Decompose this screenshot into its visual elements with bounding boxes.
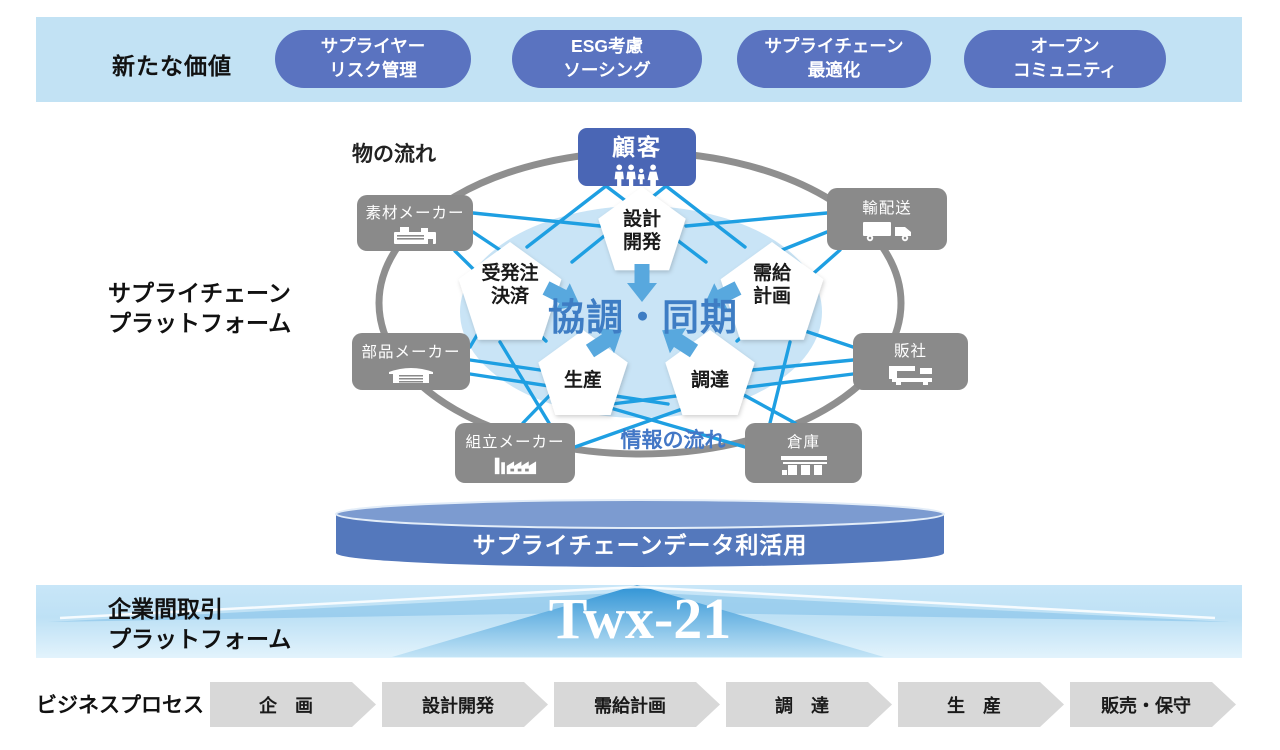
node-warehouse: 倉庫 [745, 423, 862, 483]
business-process-label: ビジネスプロセス [36, 694, 204, 717]
process-step-planning: 企 画 [210, 682, 376, 727]
node-assembly-label: 組立メーカー [465, 434, 565, 451]
store-icon [888, 365, 932, 385]
new-value-label: 新たな価値 [112, 53, 232, 79]
function-design-label: 設計 開発 [622, 209, 661, 253]
process-step-sales-maint: 販売・保守 [1070, 682, 1236, 727]
node-assembly-maker: 組立メーカー [455, 423, 575, 483]
value-pill-open-community: オープン コミュニティ [964, 30, 1166, 88]
supply-chain-platform-label: サプライチェーン プラットフォーム [108, 280, 292, 336]
process-step-procurement: 調 達 [726, 682, 892, 727]
factory-icon [394, 227, 436, 244]
pentagon-demand [720, 242, 824, 340]
node-dealer-label: 販社 [893, 342, 927, 360]
data-utilization-label: サプライチェーンデータ利活用 [472, 532, 808, 558]
node-transport: 輸配送 [827, 188, 947, 250]
node-material-label: 素材メーカー [365, 205, 465, 222]
node-transport-label: 輸配送 [862, 200, 912, 217]
function-procurement-label: 調達 [690, 370, 729, 391]
value-pill-supplier-risk: サプライヤー リスク管理 [275, 30, 471, 88]
node-parts-label: 部品メーカー [361, 343, 461, 361]
node-material-maker: 素材メーカー [357, 195, 473, 251]
value-pill-scm-optimization: サプライチェーン 最適化 [737, 30, 931, 88]
process-step-demand-plan: 需給計画 [554, 682, 720, 727]
twx21-brand: Twx-21 [548, 586, 732, 651]
brand-mountain [48, 585, 1230, 657]
truck-icon [863, 222, 911, 242]
process-step-production: 生 産 [898, 682, 1064, 727]
warehouse-icon [780, 456, 827, 475]
node-customer-label: 顧客 [612, 134, 662, 160]
function-demand-label: 需給 計画 [752, 263, 791, 307]
node-customer: 顧客 [578, 128, 696, 186]
process-step-design: 設計開発 [382, 682, 548, 727]
warehouse-flat-icon [389, 367, 433, 383]
goods-flow-label: 物の流れ [352, 143, 436, 166]
assembly-factory-icon [494, 457, 537, 475]
data-cylinder [335, 499, 945, 567]
collaboration-sync-label: 協調・同期 [548, 297, 738, 338]
info-flow-label: 情報の流れ [620, 429, 726, 452]
process-pentagons [458, 187, 824, 415]
pentagon-design [598, 187, 686, 271]
node-dealer: 販社 [853, 333, 968, 390]
center-arrows [542, 264, 742, 358]
pentagon-production [538, 330, 628, 415]
function-order-label: 受発注 決済 [481, 263, 539, 307]
node-warehouse-label: 倉庫 [786, 434, 820, 451]
family-icon [614, 164, 659, 186]
pentagon-order [458, 242, 562, 340]
b2b-platform-label: 企業間取引 プラットフォーム [108, 596, 292, 652]
value-pill-esg-sourcing: ESG考慮 ソーシング [512, 30, 702, 88]
function-production-label: 生産 [563, 370, 602, 391]
node-parts-maker: 部品メーカー [352, 333, 470, 390]
